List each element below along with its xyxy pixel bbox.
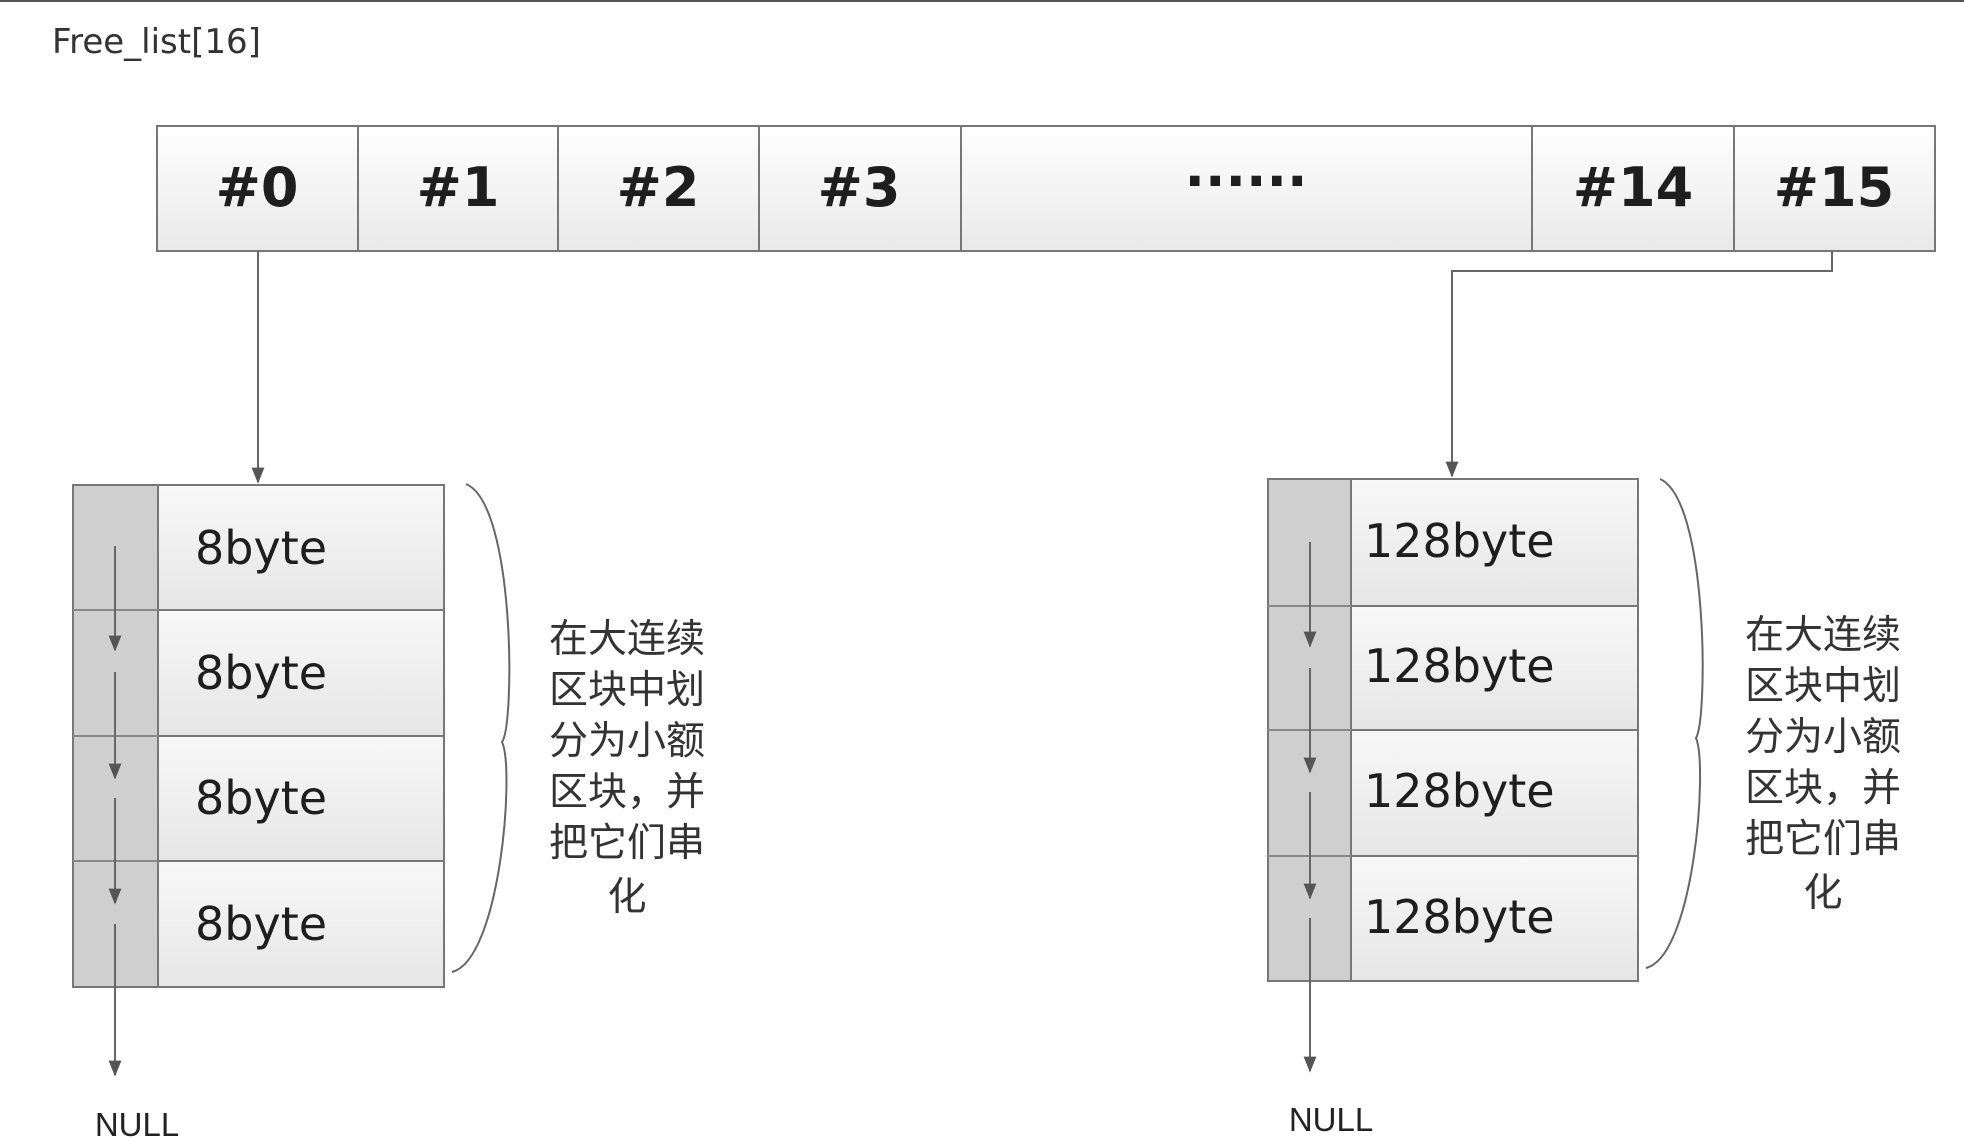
block-label: 128byte bbox=[1364, 764, 1555, 818]
left-brace bbox=[451, 483, 511, 973]
connector-slot-15 bbox=[1445, 251, 1833, 478]
block-chain-8byte: 8byte 8byte 8byte 8byte bbox=[72, 484, 445, 1077]
block-8byte-2: 8byte bbox=[157, 609, 445, 737]
block-128byte-4: 128byte bbox=[1350, 855, 1639, 982]
slot-2: #2 bbox=[557, 125, 760, 252]
right-brace bbox=[1645, 478, 1704, 969]
note-line-3: 分为小额 bbox=[1745, 715, 1901, 760]
note-line-6: 化 bbox=[1803, 871, 1842, 916]
null-label-right: NULL bbox=[1289, 1101, 1373, 1138]
slot-ellipsis-label: ······ bbox=[1184, 150, 1307, 213]
slot-14: #14 bbox=[1531, 125, 1735, 252]
block-chain-128byte: 128byte 128byte 128byte 128byte bbox=[1267, 478, 1639, 1073]
block-label: 8byte bbox=[195, 521, 327, 575]
note-line-6: 化 bbox=[607, 875, 646, 920]
top-rule bbox=[0, 0, 1964, 2]
block-128byte-1: 128byte bbox=[1350, 478, 1639, 607]
block-label: 8byte bbox=[195, 897, 327, 951]
slot-3: #3 bbox=[758, 125, 962, 252]
note-line-5: 把它们串 bbox=[1745, 817, 1901, 862]
slot-14-label: #14 bbox=[1573, 156, 1693, 219]
block-128byte-3: 128byte bbox=[1350, 729, 1639, 857]
note-line-2: 区块中划 bbox=[549, 668, 705, 713]
note-line-1: 在大连续 bbox=[549, 617, 705, 662]
slot-ellipsis: ······ bbox=[960, 125, 1533, 252]
slot-0: #0 bbox=[156, 125, 359, 252]
slot-3-label: #3 bbox=[818, 156, 901, 219]
block-label: 128byte bbox=[1364, 514, 1555, 568]
free-list-array: #0 #1 #2 #3 ······ #14 #15 bbox=[156, 125, 1936, 252]
slot-1-label: #1 bbox=[417, 156, 500, 219]
block-label: 8byte bbox=[195, 771, 327, 825]
note-line-4: 区块，并 bbox=[549, 770, 705, 815]
slot-1: #1 bbox=[357, 125, 559, 252]
block-label: 8byte bbox=[195, 646, 327, 700]
block-8byte-1: 8byte bbox=[157, 484, 445, 611]
block-128byte-2: 128byte bbox=[1350, 605, 1639, 731]
slot-2-label: #2 bbox=[617, 156, 700, 219]
note-line-5: 把它们串 bbox=[549, 821, 705, 866]
block-8byte-3: 8byte bbox=[157, 735, 445, 862]
null-label-left: NULL bbox=[95, 1106, 179, 1138]
slot-0-label: #0 bbox=[216, 156, 299, 219]
right-note: 在大连续 区块中划 分为小额 区块，并 把它们串 化 bbox=[1745, 613, 1901, 916]
left-note: 在大连续 区块中划 分为小额 区块，并 把它们串 化 bbox=[549, 617, 705, 920]
diagram-title: Free_list[16] bbox=[52, 22, 261, 62]
note-line-2: 区块中划 bbox=[1745, 664, 1901, 709]
note-line-1: 在大连续 bbox=[1745, 613, 1901, 658]
note-line-3: 分为小额 bbox=[549, 719, 705, 764]
block-label: 128byte bbox=[1364, 639, 1555, 693]
slot-15-label: #15 bbox=[1774, 156, 1894, 219]
slot-15: #15 bbox=[1733, 125, 1936, 252]
note-line-4: 区块，并 bbox=[1745, 766, 1901, 811]
block-8byte-4: 8byte bbox=[157, 860, 445, 988]
block-label: 128byte bbox=[1364, 890, 1555, 944]
